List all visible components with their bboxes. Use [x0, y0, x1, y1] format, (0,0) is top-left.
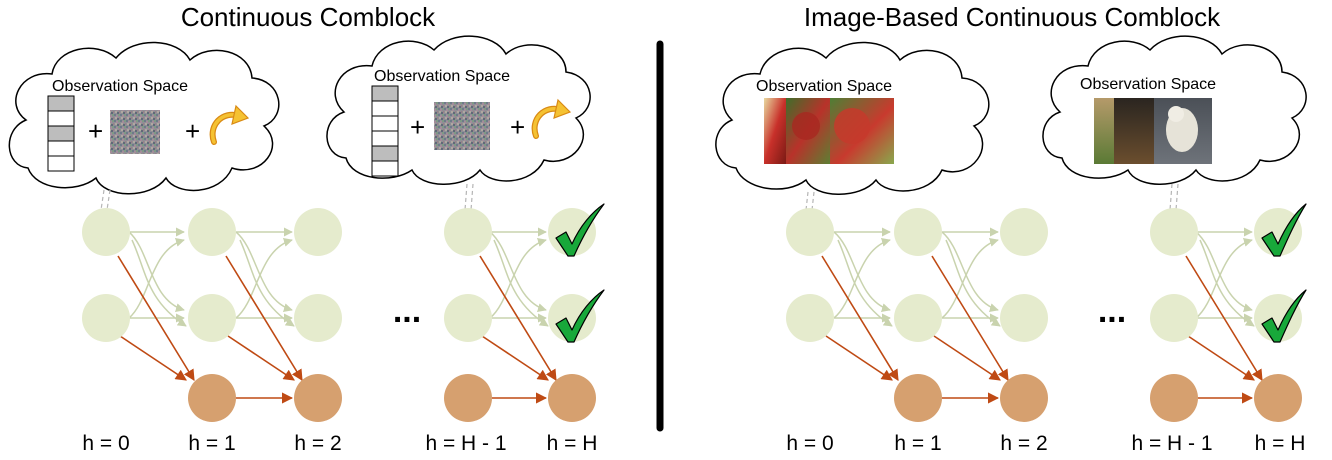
good-state-node	[444, 294, 492, 342]
panel-title: Image-Based Continuous Comblock	[804, 2, 1221, 32]
panel-image-based-comblock: Image-Based Continuous Comblock Observat…	[715, 2, 1307, 455]
step-label: h = H	[547, 432, 598, 455]
ellipsis: ...	[393, 292, 421, 330]
bad-state-node	[188, 374, 236, 422]
bad-state-node	[294, 374, 342, 422]
step-label: h = 1	[188, 432, 235, 455]
cloud-label: Observation Space	[374, 68, 510, 85]
good-state-node	[1000, 208, 1048, 256]
step-label: h = H - 1	[1131, 432, 1212, 455]
bad-state-node	[548, 374, 596, 422]
noise-image-icon	[434, 102, 490, 150]
plus-sign: +	[185, 116, 200, 146]
good-state-node	[444, 208, 492, 256]
bad-state-node	[894, 374, 942, 422]
good-state-node	[894, 294, 942, 342]
cloud-label: Observation Space	[52, 78, 188, 95]
plus-sign: +	[510, 112, 525, 142]
good-state-node	[1150, 294, 1198, 342]
checkmark-icon	[555, 203, 605, 257]
checkmark-icon	[1261, 289, 1307, 343]
state-vector-icon	[47, 95, 75, 172]
faint-transitions	[833, 227, 1255, 327]
observation-cloud: Observation Space + +	[8, 41, 280, 195]
step-label: h = 1	[894, 432, 941, 455]
observation-cloud: Observation Space	[1042, 35, 1307, 185]
cloud-label: Observation Space	[1080, 76, 1216, 93]
step-label: h = H	[1255, 432, 1306, 455]
bad-transitions	[821, 255, 1263, 404]
observation-cloud: Observation Space + +	[326, 35, 591, 185]
step-label: h = H - 1	[425, 432, 506, 455]
step-label: h = 0	[82, 432, 129, 455]
good-state-node	[188, 208, 236, 256]
bad-state-node	[1000, 374, 1048, 422]
step-label: h = 2	[294, 432, 341, 455]
good-state-node	[1000, 294, 1048, 342]
apple-image-strip	[764, 98, 894, 164]
state-vector-icon	[371, 85, 399, 177]
bad-state-node	[1254, 374, 1302, 422]
good-state-node	[294, 208, 342, 256]
panel-title: Continuous Comblock	[181, 2, 436, 32]
checkmark-icon	[555, 289, 605, 343]
good-state-node	[786, 294, 834, 342]
good-state-node	[786, 208, 834, 256]
noise-image-icon	[110, 110, 160, 154]
bad-state-node	[444, 374, 492, 422]
good-state-node	[894, 208, 942, 256]
ellipsis: ...	[1098, 292, 1126, 330]
bad-state-node	[1150, 374, 1198, 422]
plus-sign: +	[88, 116, 103, 146]
observation-cloud: Observation Space	[715, 41, 990, 195]
good-state-node	[82, 208, 130, 256]
plus-sign: +	[410, 112, 425, 142]
cloud-label: Observation Space	[756, 78, 892, 95]
checkmark-icon	[1261, 203, 1307, 257]
panel-continuous-comblock: Continuous Comblock Observation Space + …	[8, 2, 605, 455]
good-state-node	[1150, 208, 1198, 256]
bad-transitions	[117, 255, 557, 404]
good-state-node	[188, 294, 236, 342]
rotation-icon	[531, 98, 572, 139]
rotation-icon	[209, 104, 250, 145]
emission-connector	[100, 183, 474, 211]
good-state-node	[294, 294, 342, 342]
step-label: h = 0	[786, 432, 833, 455]
step-label: h = 2	[1000, 432, 1047, 455]
emission-connector	[805, 183, 1179, 211]
animal-image-strip	[1094, 98, 1212, 164]
good-state-node	[82, 294, 130, 342]
